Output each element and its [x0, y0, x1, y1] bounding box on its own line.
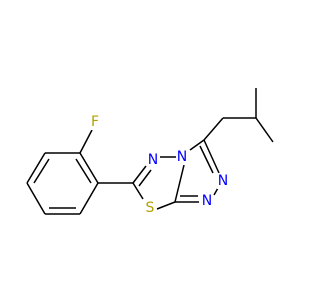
bond-benzene-4 — [26, 152, 46, 184]
atom-s-background — [144, 200, 156, 216]
atom-n2: N — [176, 149, 188, 165]
atom-n3-background — [201, 193, 213, 209]
bond-n-n — [213, 187, 219, 196]
atom-n2-background — [176, 149, 188, 165]
bond-s-c7a — [156, 201, 176, 210]
atom-f-label: F — [91, 114, 99, 130]
atom-n2-label: N — [177, 149, 187, 165]
atom-n1: N — [147, 152, 159, 168]
bond-n-c3 — [203, 139, 220, 174]
bond-fused — [174, 164, 185, 203]
bond-benzene-1 — [79, 182, 99, 215]
atom-f-background — [89, 114, 101, 130]
atom-n4-background — [217, 173, 229, 189]
bond-ch-ch3a — [255, 117, 274, 143]
bond-benzene-3 — [26, 182, 46, 215]
atom-n1-background — [147, 152, 159, 168]
atom-s-label: S — [146, 200, 155, 216]
atom-n3-label: N — [202, 193, 212, 209]
bond-c6-s — [132, 182, 144, 200]
atom-n3: N — [201, 193, 213, 209]
bond-n-c3-inner — [199, 145, 214, 174]
bond-c3-n4 — [189, 139, 205, 151]
atom-n4-label: N — [218, 173, 228, 189]
atom-f: F — [89, 114, 101, 130]
bond-layer — [26, 88, 274, 215]
atom-n1-label: N — [148, 152, 158, 168]
bond-benzene-6 — [79, 152, 99, 184]
bond-benzene-6-inner — [75, 158, 92, 184]
bond-benzene-4-inner — [33, 158, 50, 184]
bond-c-f — [79, 129, 93, 154]
bond-c3-ch2 — [203, 117, 224, 141]
atom-n4: N — [217, 173, 229, 189]
bond-c6-n — [132, 165, 147, 184]
bond-c6-n-inner — [138, 169, 152, 187]
atom-s: S — [144, 200, 156, 216]
